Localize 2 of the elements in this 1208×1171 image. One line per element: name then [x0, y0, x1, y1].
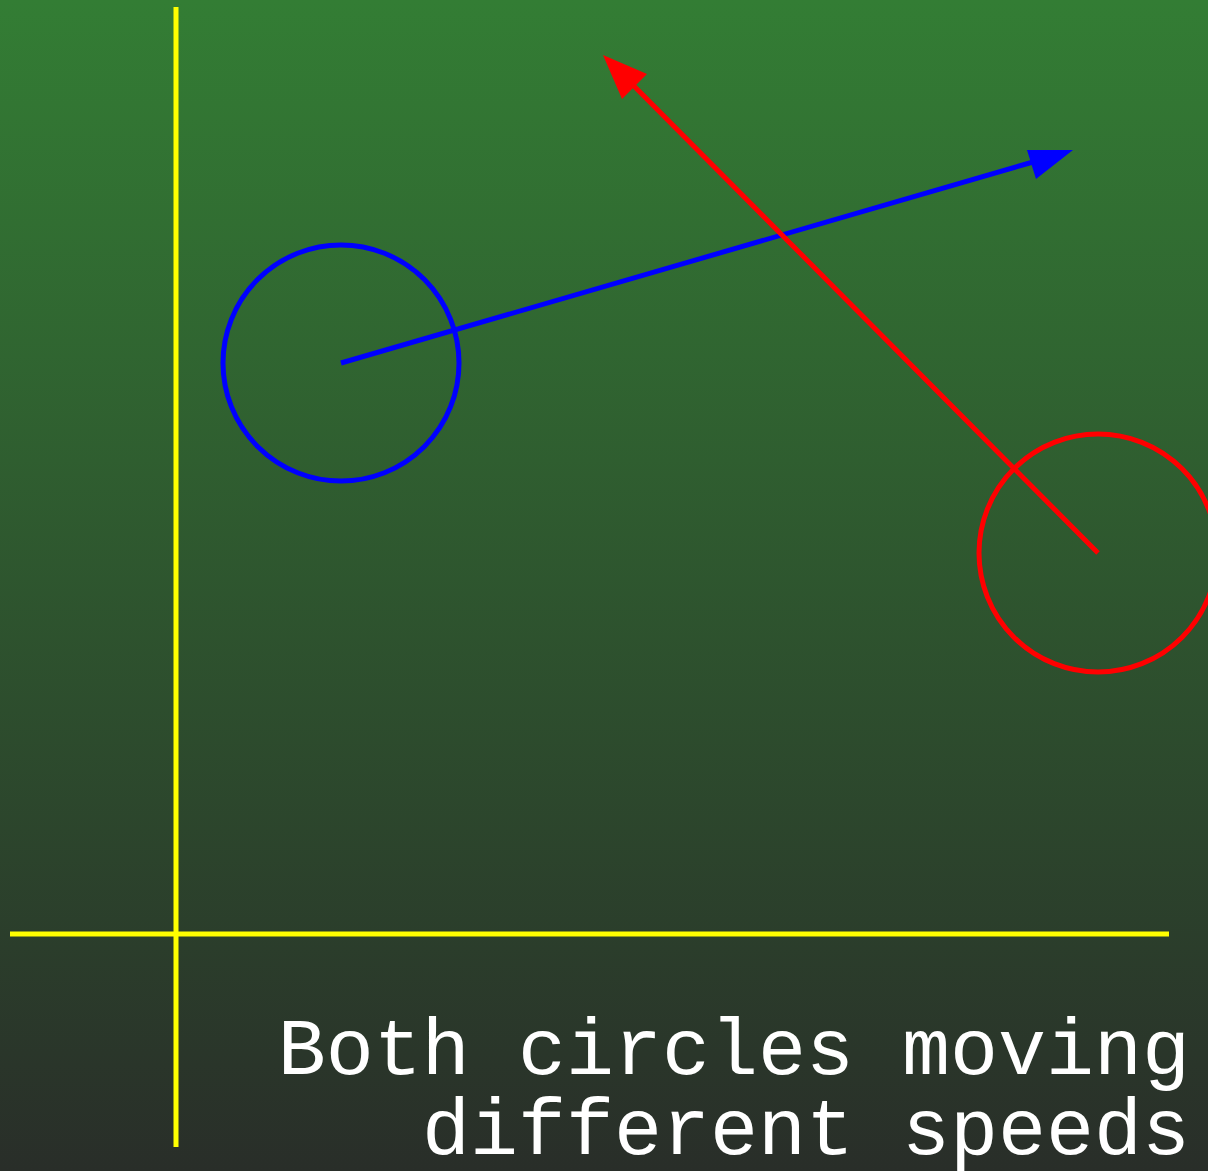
circle: [220, 242, 462, 484]
caption-text: Both circles moving different speeds: [276, 1013, 1190, 1171]
